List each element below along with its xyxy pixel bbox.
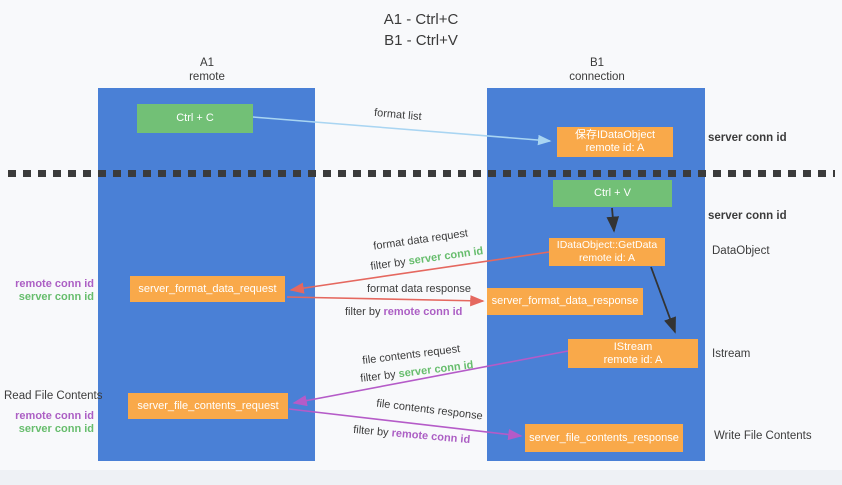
format-response-label: server_format_data_response [491, 295, 639, 307]
istream-line1: IStream [613, 340, 653, 353]
filter-by-text: filter by [352, 423, 390, 439]
conn-id-pair-format: remote conn id server conn id [6, 278, 94, 304]
title-line-a1: A1 - Ctrl+C [383, 11, 459, 28]
title-line-b1: B1 - Ctrl+V [384, 32, 458, 49]
filter-by-remote-conn-id-label-2: filter by remote conn id [353, 424, 471, 446]
format-data-response-label: format data response [367, 283, 471, 295]
remote-conn-id-text: remote conn id [391, 427, 471, 447]
ctrl-v-node: Ctrl + V [553, 180, 672, 207]
server-format-data-request-node: server_format_data_request [130, 276, 285, 302]
ctrl-c-node: Ctrl + C [137, 104, 253, 133]
read-file-contents-side-label: Read File Contents [4, 390, 103, 402]
lane-a1-role: remote [189, 71, 225, 83]
save-dataobject-node: 保存IDataObject remote id: A [557, 127, 673, 157]
filter-by-text: filter by [345, 306, 381, 318]
istream-node: IStream remote id: A [568, 339, 698, 368]
filter-by-text: filter by [359, 368, 397, 385]
format-list-label: format list [373, 106, 423, 124]
save-dataobject-line1: 保存IDataObject [574, 129, 656, 141]
server-file-contents-request-node: server_file_contents_request [128, 393, 288, 419]
server-conn-id-side-label-top: server conn id [708, 132, 787, 144]
file-request-label: server_file_contents_request [137, 399, 279, 412]
server-conn-id-side-label-1: server conn id [18, 291, 94, 303]
istream-side-label: Istream [712, 348, 751, 360]
file-contents-response-label: file contents response [375, 397, 484, 423]
file-response-label: server_file_contents_response [529, 431, 679, 444]
getdata-line2: remote id: A [578, 252, 636, 264]
remote-conn-id-side-label-2: remote conn id [15, 410, 94, 422]
arrow-format-data-response [286, 295, 485, 307]
getdata-line1: IDataObject::GetData [556, 239, 658, 251]
server-conn-id-side-label-mid: server conn id [708, 210, 787, 222]
lane-header-b1: B1 connection [537, 56, 657, 84]
ctrl-c-label: Ctrl + C [176, 112, 214, 124]
server-conn-id-text: server conn id [407, 245, 485, 268]
diagram-title: A1 - Ctrl+C B1 - Ctrl+V [280, 9, 562, 51]
footer-strip [0, 470, 842, 485]
lane-b1-name: B1 [589, 57, 605, 69]
ctrl-v-label: Ctrl + V [594, 187, 631, 199]
dataobject-side-label: DataObject [712, 245, 770, 257]
conn-id-pair-file: remote conn id server conn id [6, 410, 94, 436]
lane-a1-name: A1 [199, 57, 215, 69]
server-file-contents-response-node: server_file_contents_response [525, 424, 683, 452]
lane-b1-role: connection [569, 71, 625, 83]
dotted-separator-line [8, 170, 835, 177]
remote-conn-id-side-label-1: remote conn id [15, 278, 94, 290]
filter-by-text: filter by [369, 256, 407, 273]
format-request-label: server_format_data_request [138, 282, 277, 295]
write-file-contents-side-label: Write File Contents [714, 430, 812, 442]
lane-header-a1: A1 remote [147, 56, 267, 84]
remote-conn-id-text: remote conn id [383, 306, 463, 318]
server-conn-id-text: server conn id [397, 359, 475, 381]
istream-line2: remote id: A [603, 353, 663, 366]
filter-by-remote-conn-id-label-1: filter by remote conn id [345, 306, 462, 318]
server-conn-id-side-label-2: server conn id [18, 423, 94, 435]
server-format-data-response-node: server_format_data_response [487, 288, 643, 315]
save-dataobject-line2: remote id: A [585, 142, 645, 154]
idataobject-getdata-node: IDataObject::GetData remote id: A [549, 238, 665, 266]
